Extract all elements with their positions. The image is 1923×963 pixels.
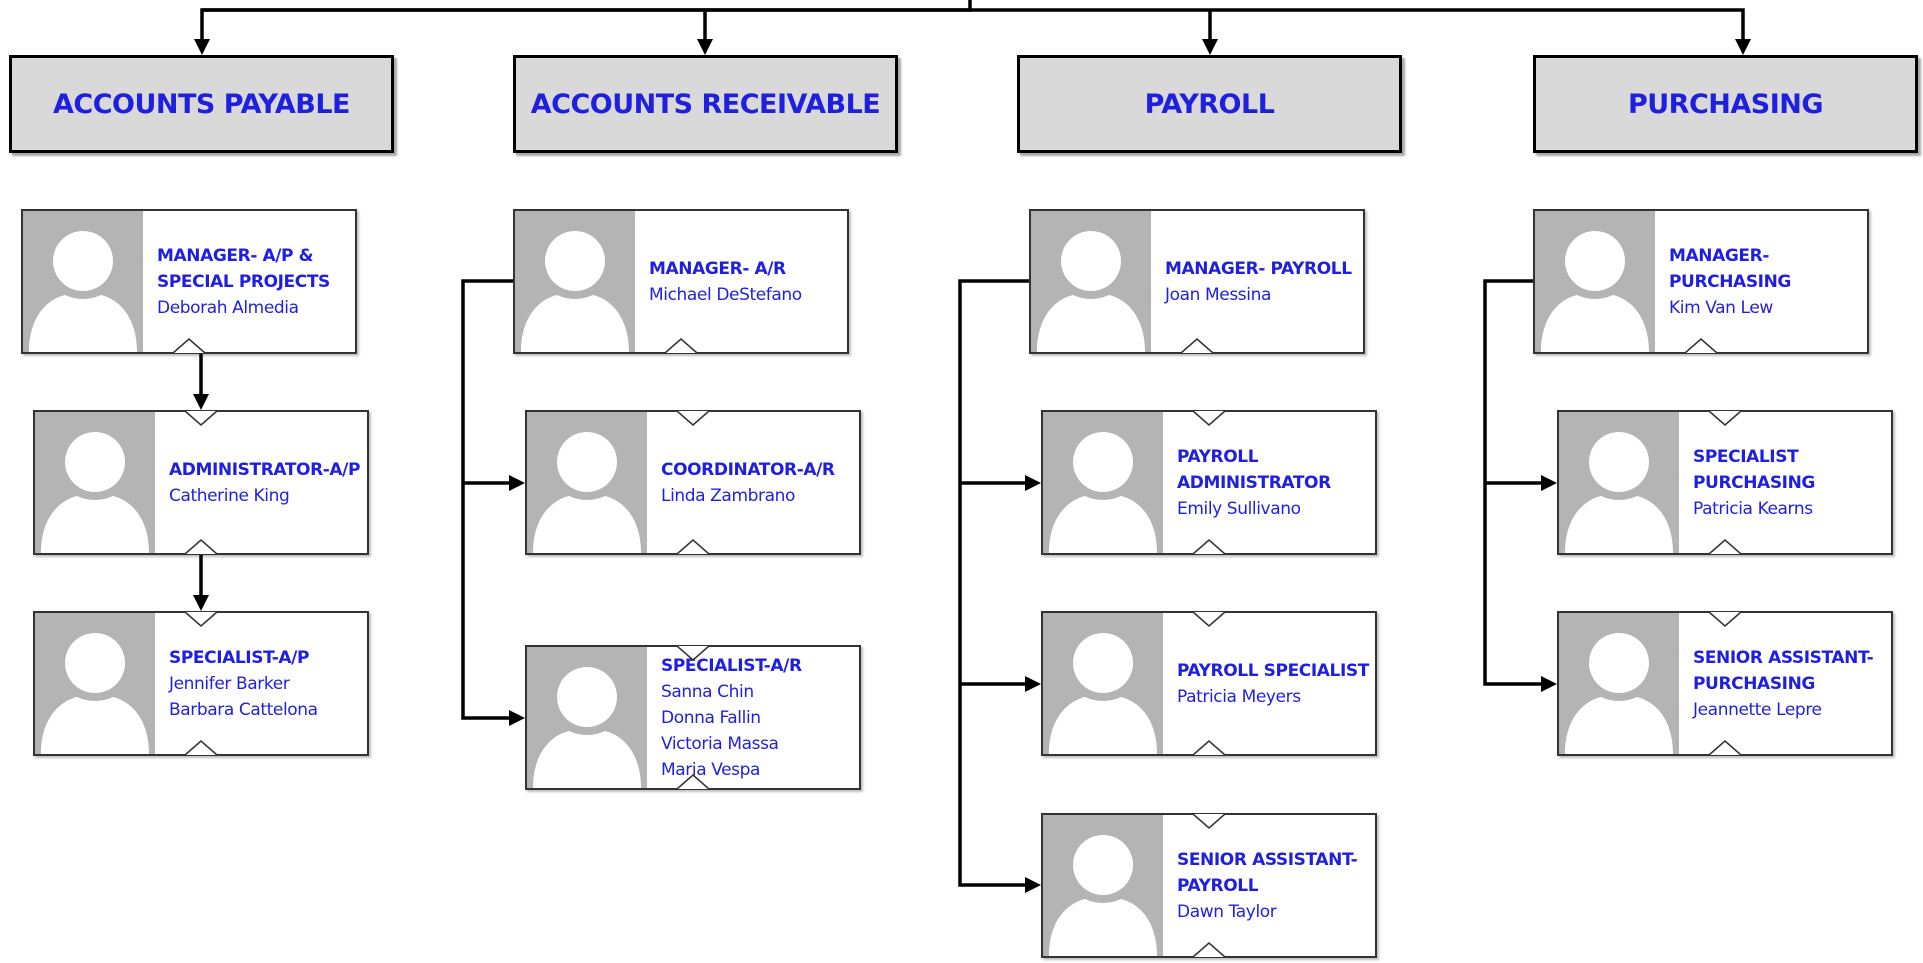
position-card-manager-payroll: MANAGER- PAYROLL Joan Messina xyxy=(1029,209,1365,354)
arrowhead-icon xyxy=(1735,39,1751,55)
arrowhead-icon xyxy=(509,475,525,491)
position-title: PAYROLL SPECIALIST xyxy=(1177,660,1369,681)
position-text: COORDINATOR-A/R Linda Zambrano xyxy=(647,412,839,553)
employee-name: Maria Vespa xyxy=(661,759,761,780)
position-title: MANAGER- PAYROLL xyxy=(1165,258,1352,279)
position-card-manager-ar: MANAGER- A/R Michael DeStefano xyxy=(513,209,849,354)
position-card-senior-assistant-purchasing: SENIOR ASSISTANT- PURCHASING Jeannette L… xyxy=(1557,611,1893,756)
employee-name: Michael DeStefano xyxy=(649,284,802,305)
employee-name: Linda Zambrano xyxy=(661,485,795,506)
avatar-placeholder-icon xyxy=(527,647,647,788)
employee-name: Emily Sullivano xyxy=(1177,498,1301,519)
avatar-placeholder-icon xyxy=(1043,613,1163,754)
arrowhead-icon xyxy=(697,39,713,55)
employee-name: Victoria Massa xyxy=(661,733,779,754)
position-card-specialist-ar: SPECIALIST-A/R Sanna Chin Donna Fallin V… xyxy=(525,645,861,790)
top-connector-ap xyxy=(200,0,972,40)
position-title: MANAGER- A/R xyxy=(649,258,786,279)
position-title: PAYROLL xyxy=(1177,875,1259,896)
position-card-manager-ap: MANAGER- A/P & SPECIAL PROJECTS Deborah … xyxy=(21,209,357,354)
position-card-payroll-administrator: PAYROLL ADMINISTRATOR Emily Sullivano xyxy=(1041,410,1377,555)
position-card-administrator-ap: ADMINISTRATOR-A/P Catherine King xyxy=(33,410,369,555)
position-text: PAYROLL SPECIALIST Patricia Meyers xyxy=(1163,613,1373,754)
employee-name: Kim Van Lew xyxy=(1669,297,1773,318)
employee-name: Catherine King xyxy=(169,485,290,506)
position-text: SPECIALIST PURCHASING Patricia Kearns xyxy=(1679,412,1819,553)
arrowhead-icon xyxy=(194,39,210,55)
arrowhead-icon xyxy=(193,394,209,410)
position-card-senior-assistant-payroll: SENIOR ASSISTANT- PAYROLL Dawn Taylor xyxy=(1041,813,1377,958)
position-title: MANAGER- A/P & xyxy=(157,245,314,266)
employee-name: Jeannette Lepre xyxy=(1693,699,1822,720)
position-title: ADMINISTRATOR-A/P xyxy=(169,459,361,480)
top-connector-bar xyxy=(202,8,1745,40)
ar-bracket xyxy=(461,279,513,720)
position-text: MANAGER- PAYROLL Joan Messina xyxy=(1151,211,1356,352)
avatar-placeholder-icon xyxy=(1043,815,1163,956)
avatar-placeholder-icon xyxy=(23,211,143,352)
position-title: PAYROLL xyxy=(1177,446,1259,467)
position-title: PURCHASING xyxy=(1693,472,1815,493)
position-text: MANAGER- A/P & SPECIAL PROJECTS Deborah … xyxy=(143,211,334,352)
dept-header-payroll: PAYROLL xyxy=(1017,55,1402,153)
avatar-placeholder-icon xyxy=(1031,211,1151,352)
position-title: COORDINATOR-A/R xyxy=(661,459,835,480)
position-text: MANAGER- A/R Michael DeStefano xyxy=(635,211,806,352)
position-text: SENIOR ASSISTANT- PAYROLL Dawn Taylor xyxy=(1163,815,1361,956)
position-text: ADMINISTRATOR-A/P Catherine King xyxy=(155,412,364,553)
payroll-bracket xyxy=(958,279,1029,887)
position-text: SENIOR ASSISTANT- PURCHASING Jeannette L… xyxy=(1679,613,1877,754)
position-title: SPECIALIST xyxy=(1693,446,1799,467)
employee-name: Patricia Meyers xyxy=(1177,686,1301,707)
employee-name: Donna Fallin xyxy=(661,707,761,728)
employee-name: Jennifer Barker xyxy=(169,673,290,694)
arrowhead-icon xyxy=(1025,676,1041,692)
position-title: PURCHASING xyxy=(1693,673,1815,694)
employee-name: Dawn Taylor xyxy=(1177,901,1277,922)
employee-name: Barbara Cattelona xyxy=(169,699,318,720)
position-card-payroll-specialist: PAYROLL SPECIALIST Patricia Meyers xyxy=(1041,611,1377,756)
position-title: SPECIAL PROJECTS xyxy=(157,271,330,292)
arrowhead-icon xyxy=(1025,475,1041,491)
avatar-placeholder-icon xyxy=(1535,211,1655,352)
avatar-placeholder-icon xyxy=(515,211,635,352)
arrowhead-icon xyxy=(1541,676,1557,692)
dept-header-purchasing: PURCHASING xyxy=(1533,55,1918,153)
arrowhead-icon xyxy=(509,710,525,726)
arrowhead-icon xyxy=(1202,39,1218,55)
position-title: ADMINISTRATOR xyxy=(1177,472,1331,493)
employee-name: Deborah Almedia xyxy=(157,297,299,318)
arrowhead-icon xyxy=(193,595,209,611)
position-text: MANAGER-PURCHASING Kim Van Lew xyxy=(1655,211,1867,352)
dept-title: ACCOUNTS RECEIVABLE xyxy=(530,88,881,120)
dept-title: ACCOUNTS PAYABLE xyxy=(53,88,350,120)
position-card-specialist-ap: SPECIALIST-A/P Jennifer Barker Barbara C… xyxy=(33,611,369,756)
position-text: PAYROLL ADMINISTRATOR Emily Sullivano xyxy=(1163,412,1335,553)
avatar-placeholder-icon xyxy=(1559,412,1679,553)
employee-name: Sanna Chin xyxy=(661,681,754,702)
avatar-placeholder-icon xyxy=(1043,412,1163,553)
dept-title: PURCHASING xyxy=(1627,88,1824,120)
dept-header-accounts-receivable: ACCOUNTS RECEIVABLE xyxy=(513,55,898,153)
avatar-placeholder-icon xyxy=(1559,613,1679,754)
dept-header-accounts-payable: ACCOUNTS PAYABLE xyxy=(9,55,394,153)
position-text: SPECIALIST-A/R Sanna Chin Donna Fallin V… xyxy=(647,647,806,788)
position-title: SPECIALIST-A/R xyxy=(661,655,802,676)
employee-name: Joan Messina xyxy=(1165,284,1271,305)
position-card-coordinator-ar: COORDINATOR-A/R Linda Zambrano xyxy=(525,410,861,555)
position-text: SPECIALIST-A/P Jennifer Barker Barbara C… xyxy=(155,613,322,754)
position-title: SPECIALIST-A/P xyxy=(169,647,310,668)
avatar-placeholder-icon xyxy=(35,412,155,553)
employee-name: Patricia Kearns xyxy=(1693,498,1813,519)
avatar-placeholder-icon xyxy=(35,613,155,754)
arrowhead-icon xyxy=(1541,475,1557,491)
position-title: SENIOR ASSISTANT- xyxy=(1693,647,1874,668)
arrowhead-icon xyxy=(1025,877,1041,893)
avatar-placeholder-icon xyxy=(527,412,647,553)
position-card-manager-purchasing: MANAGER-PURCHASING Kim Van Lew xyxy=(1533,209,1869,354)
position-card-specialist-purchasing: SPECIALIST PURCHASING Patricia Kearns xyxy=(1557,410,1893,555)
dept-title: PAYROLL xyxy=(1144,88,1275,120)
position-title: MANAGER-PURCHASING xyxy=(1669,245,1791,292)
position-title: SENIOR ASSISTANT- xyxy=(1177,849,1358,870)
